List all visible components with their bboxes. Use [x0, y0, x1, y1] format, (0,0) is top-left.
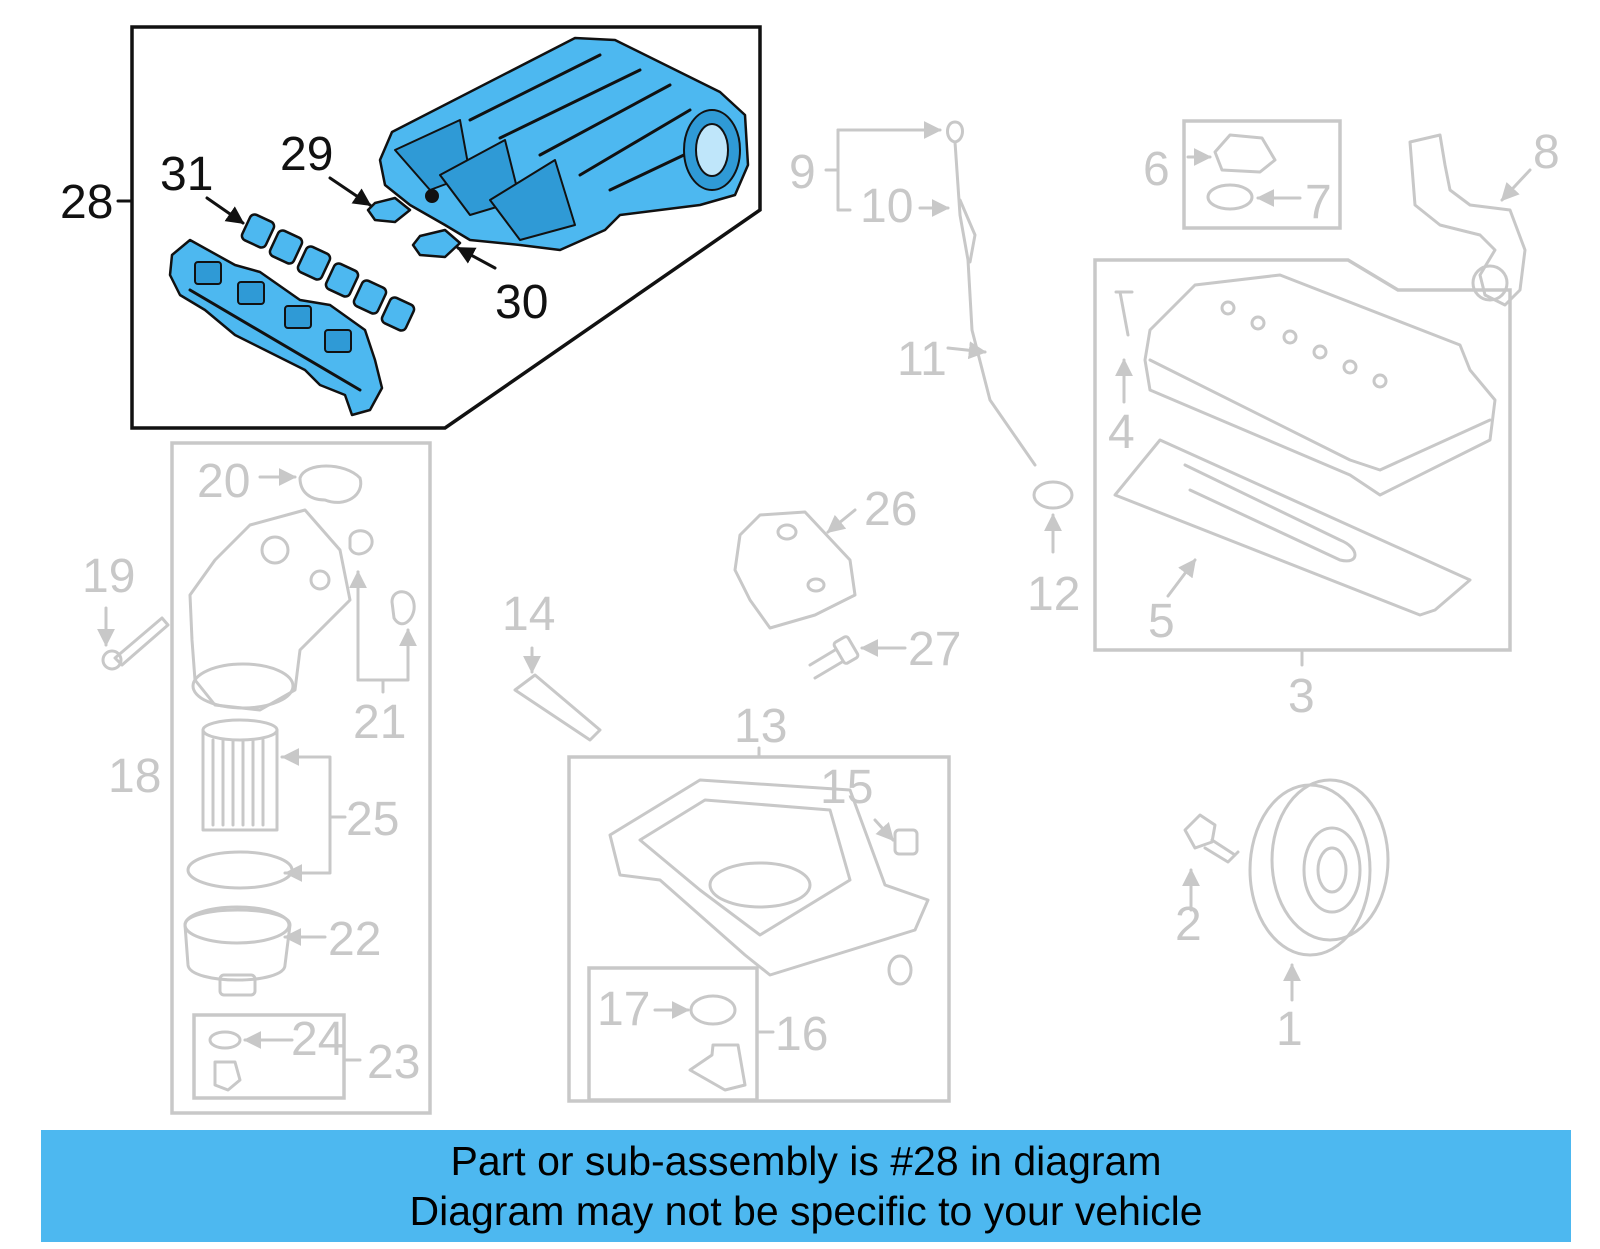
callout-23: 23 — [367, 1036, 420, 1089]
callout-19: 19 — [82, 550, 135, 603]
oil-cooler[interactable] — [733, 508, 857, 630]
bolt-27[interactable] — [808, 635, 907, 680]
callout-18: 18 — [108, 750, 161, 803]
callout-8: 8 — [1533, 126, 1560, 179]
callout-14: 14 — [502, 588, 555, 641]
crank-pulley[interactable] — [1248, 778, 1390, 1002]
callout-16: 16 — [775, 1008, 828, 1061]
callout-11: 11 — [897, 333, 947, 386]
oil-pump-box — [587, 966, 759, 1102]
oil-cap-box — [1182, 119, 1342, 230]
callout-21: 21 — [353, 696, 406, 749]
callout-6: 6 — [1143, 143, 1170, 196]
pcv-hose[interactable] — [1408, 133, 1532, 307]
callout-29: 29 — [280, 128, 333, 181]
callout-10: 10 — [860, 180, 913, 233]
callout-labels: 1 2 3 4 5 6 7 8 9 10 11 12 13 14 15 16 1… — [60, 126, 1560, 1089]
oil-filler-cap[interactable] — [1186, 133, 1302, 211]
intake-manifold-group[interactable] — [116, 25, 762, 430]
gasket-29[interactable] — [366, 196, 412, 224]
callout-30: 30 — [495, 276, 548, 329]
banner-line-2: Diagram may not be specific to your vehi… — [409, 1188, 1203, 1234]
callout-12: 12 — [1027, 568, 1080, 621]
lower-intake-manifold[interactable] — [168, 238, 384, 417]
banner-line-1: Part or sub-assembly is #28 in diagram — [450, 1138, 1162, 1184]
callout-20: 20 — [197, 455, 250, 508]
oil-pan[interactable] — [608, 778, 930, 986]
oil-filter-cap[interactable] — [183, 905, 327, 997]
callout-13: 13 — [734, 700, 787, 753]
callout-4: 4 — [1108, 406, 1135, 459]
oil-pan-box — [567, 755, 951, 1103]
oil-filter-housing-box — [170, 441, 432, 1115]
valve-cover-box — [1093, 258, 1512, 652]
callout-7: 7 — [1305, 176, 1332, 229]
drain-plug[interactable] — [208, 1030, 362, 1092]
callout-28: 28 — [60, 176, 113, 229]
crank-bolt[interactable] — [1182, 813, 1240, 912]
callout-25: 25 — [346, 793, 399, 846]
gasket-strip-31[interactable] — [240, 213, 416, 332]
callout-31: 31 — [160, 148, 213, 201]
oil-pickup[interactable] — [653, 994, 775, 1092]
callout-22: 22 — [328, 913, 381, 966]
intake-manifold-box — [130, 25, 762, 430]
dipstick[interactable] — [824, 120, 1074, 554]
info-banner: Part or sub-assembly is #28 in diagram D… — [41, 1130, 1571, 1242]
callout-9: 9 — [789, 146, 816, 199]
drain-plug-box — [192, 1013, 346, 1100]
sealant-tube-14[interactable] — [513, 646, 602, 742]
upper-intake-manifold[interactable] — [378, 36, 750, 252]
callout-27: 27 — [908, 623, 961, 676]
valve-cover-gasket[interactable] — [1113, 438, 1472, 617]
callout-26: 26 — [864, 483, 917, 536]
callout-24: 24 — [291, 1013, 344, 1066]
callout-17: 17 — [597, 983, 650, 1036]
oil-filter-housing[interactable] — [188, 464, 417, 712]
gasket-30[interactable] — [411, 228, 462, 259]
callout-1: 1 — [1276, 1003, 1303, 1056]
callout-3: 3 — [1288, 670, 1315, 723]
callout-2: 2 — [1175, 898, 1202, 951]
oil-filter-element[interactable] — [186, 718, 347, 890]
valve-cover[interactable] — [1114, 273, 1497, 497]
callout-5: 5 — [1148, 595, 1175, 648]
callout-15: 15 — [820, 761, 873, 814]
bolt-19[interactable] — [97, 606, 170, 671]
